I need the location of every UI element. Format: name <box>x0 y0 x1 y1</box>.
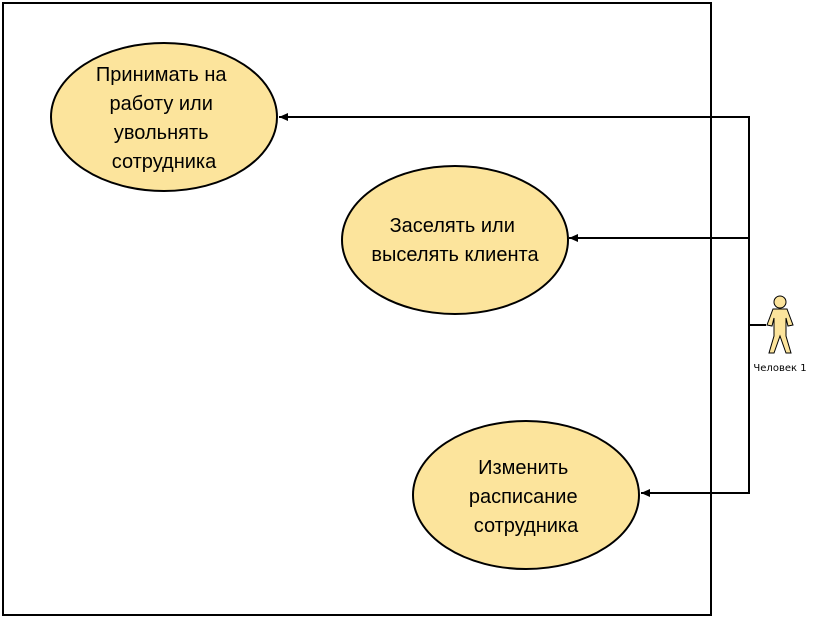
actor[interactable]: Человек 1 <box>753 295 807 374</box>
usecase-label-line: сотрудника <box>112 151 217 173</box>
usecase-label-line: работу или <box>110 93 213 115</box>
usecase-checkin-checkout[interactable]: Заселять или выселять клиента <box>341 165 569 315</box>
usecase-label-line: расписание <box>469 486 578 508</box>
usecase-ellipse <box>412 420 640 570</box>
usecase-label: Принимать на работу или увольнять сотруд… <box>96 64 232 173</box>
usecase-hire-fire[interactable]: Принимать на работу или увольнять сотруд… <box>50 42 278 192</box>
usecase-label-line: выселять клиента <box>371 244 539 266</box>
connectors <box>279 113 766 497</box>
connector-usecase-1 <box>279 113 750 325</box>
usecase-label-line: Заселять или <box>390 215 515 237</box>
usecase-label-line: увольнять <box>114 122 209 144</box>
actor-label: Человек 1 <box>753 363 806 374</box>
usecase-label-line: Принимать на <box>96 64 228 86</box>
connector-usecase-3 <box>641 325 750 497</box>
usecase-label-line: Изменить <box>478 457 568 479</box>
person-icon <box>766 295 794 354</box>
usecase-ellipse <box>50 42 278 192</box>
usecase-label: Заселять или выселять клиента <box>371 215 539 266</box>
usecase-label-line: сотрудника <box>474 515 579 537</box>
usecase-label: Изменить расписание сотрудника <box>469 457 583 537</box>
usecase-ellipse <box>341 165 569 315</box>
usecase-change-schedule[interactable]: Изменить расписание сотрудника <box>412 420 640 570</box>
